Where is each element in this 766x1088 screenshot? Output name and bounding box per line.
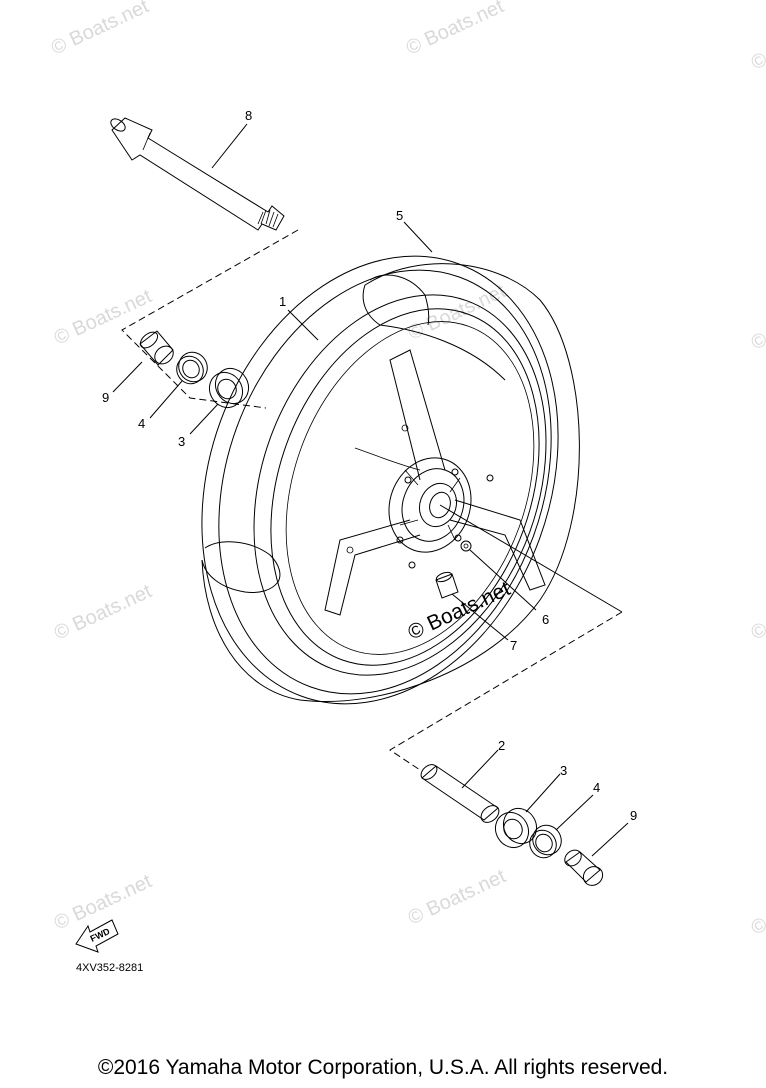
watermark: © Boats.net [748, 580, 766, 644]
leader-line [469, 549, 537, 611]
leader-line [451, 593, 509, 641]
watermark: © Boats.net [48, 0, 153, 60]
watermark: © Boats.net [748, 875, 766, 939]
watermark: © Boats.net [51, 580, 156, 644]
leader-line [149, 380, 183, 419]
watermark: © Boats.net [51, 285, 156, 349]
callout-9-right: 9 [630, 808, 637, 823]
bearing-left-part [208, 367, 250, 409]
callout-1: 1 [279, 294, 286, 309]
leader-line [555, 794, 594, 831]
leader-line [287, 309, 319, 341]
callout-5: 5 [396, 208, 403, 223]
seal-right-part [529, 824, 562, 859]
watermark: © Boats.net [748, 290, 766, 354]
callout-3-left: 3 [178, 434, 185, 449]
watermark: © Boats.net [405, 865, 510, 929]
spacer-part [420, 764, 500, 823]
leader-line [112, 361, 143, 393]
collar-left-part [139, 330, 174, 366]
watermark: © Boats.net [403, 0, 508, 60]
diagram-code: 4XV352-8281 [76, 962, 144, 974]
watermark-main: © Boats.net [404, 577, 514, 644]
leader-line [525, 773, 561, 813]
callout-3-right: 3 [560, 763, 567, 778]
bolt-part [460, 540, 472, 552]
axis-line [439, 504, 623, 613]
assembly-line-left [121, 229, 299, 409]
collar-right-part [564, 849, 604, 886]
leader-line [189, 403, 219, 435]
callout-8: 8 [245, 108, 252, 123]
leader-line [591, 822, 629, 857]
callout-6: 6 [542, 612, 549, 627]
watermark: © Boats.net [748, 10, 766, 74]
leader-line [403, 221, 433, 253]
callout-9-left: 9 [102, 390, 109, 405]
tire-part [201, 263, 580, 702]
callout-4-right: 4 [593, 780, 600, 795]
fwd-arrow-icon: FWD [75, 919, 119, 953]
wheel-part [201, 255, 559, 705]
seal-left-part [176, 351, 208, 385]
callout-4-left: 4 [138, 416, 145, 431]
axle-part [110, 117, 285, 231]
valve-part [435, 571, 459, 599]
bearing-right-part [494, 807, 538, 849]
callout-2: 2 [498, 738, 505, 753]
fwd-label: FWD [89, 926, 112, 944]
callout-7: 7 [510, 638, 517, 653]
leader-line [211, 123, 248, 169]
assembly-line-right [389, 611, 623, 771]
copyright-text: ©2016 Yamaha Motor Corporation, U.S.A. A… [97, 1056, 669, 1079]
leader-line [461, 749, 499, 789]
